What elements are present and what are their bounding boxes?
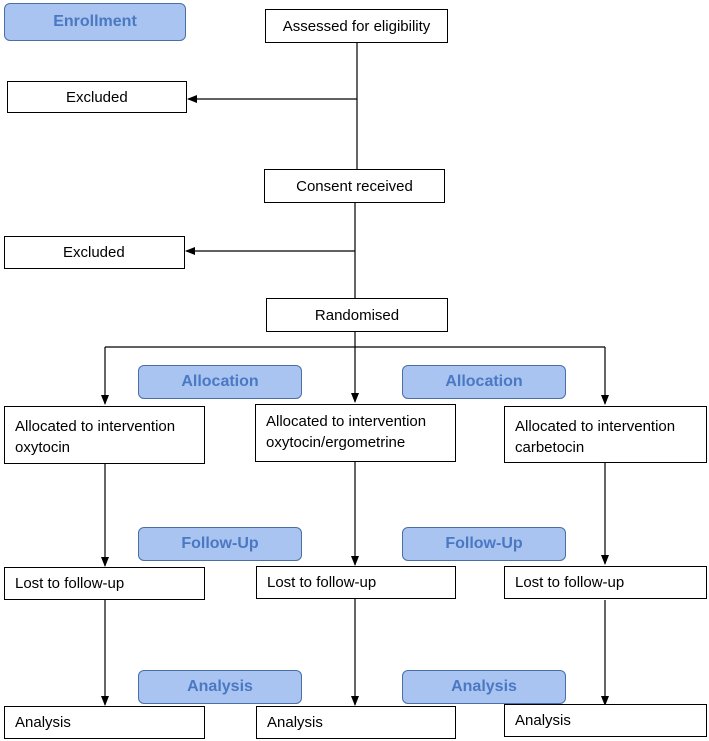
assessed-for-eligibility-box: Assessed for eligibility [265, 9, 448, 43]
arm1-analysis-box: Analysis [4, 706, 205, 739]
arm1-lost-to-followup-box: Lost to follow-up [4, 567, 205, 600]
arm1-allocated-line2: oxytocin [15, 439, 71, 456]
arm3-lost-to-followup-box: Lost to follow-up [504, 566, 707, 599]
stage-label-analysis-right: Analysis [402, 670, 566, 704]
arm3-allocated-line2: carbetocin [515, 439, 585, 456]
arm2-allocated-line1: Allocated to intervention [266, 413, 427, 430]
stage-label-allocation-left: Allocation [138, 365, 302, 399]
arm2-analysis-box: Analysis [256, 706, 456, 739]
stage-label-followup-left: Follow-Up [138, 527, 302, 561]
consent-received-box: Consent received [264, 169, 445, 203]
arm3-allocated-line1: Allocated to intervention [515, 418, 676, 435]
arm3-allocated-box: Allocated to intervention carbetocin [504, 406, 707, 463]
excluded-box-1: Excluded [7, 81, 187, 113]
stage-label-followup-right: Follow-Up [402, 527, 566, 561]
arm2-allocated-box: Allocated to intervention oxytocin/ergom… [255, 404, 456, 462]
stage-label-enrollment: Enrollment [4, 3, 186, 41]
stage-label-allocation-right: Allocation [402, 365, 566, 399]
arm2-allocated-line2: oxytocin/ergometrine [266, 434, 406, 451]
randomised-box: Randomised [266, 298, 448, 332]
arm2-lost-to-followup-box: Lost to follow-up [256, 566, 456, 599]
excluded-box-2: Excluded [4, 236, 185, 269]
arm1-allocated-box: Allocated to intervention oxytocin [4, 406, 205, 464]
stage-label-analysis-left: Analysis [138, 670, 302, 704]
arm1-allocated-line1: Allocated to intervention [15, 418, 176, 435]
arm3-analysis-box: Analysis [504, 704, 707, 737]
